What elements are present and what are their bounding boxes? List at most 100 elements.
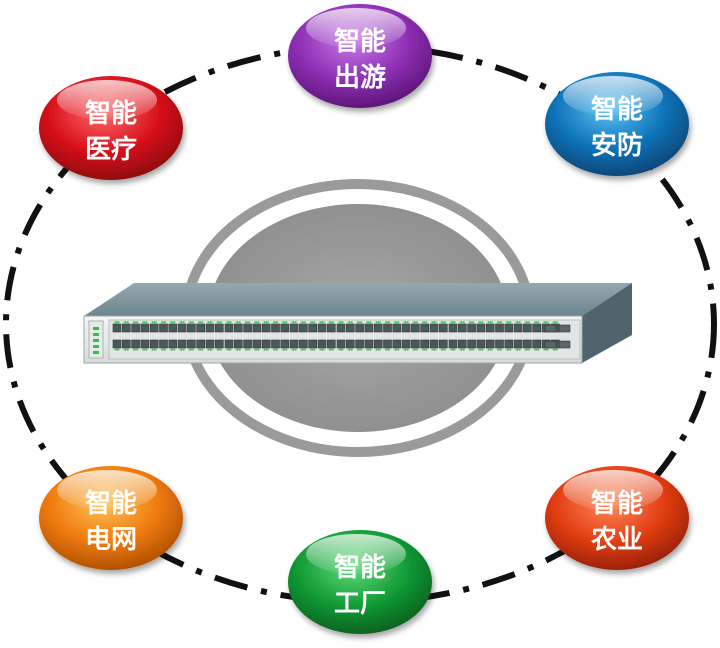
node-agriculture-line2: 农业	[590, 525, 643, 555]
ethernet-port	[234, 339, 243, 349]
ethernet-port	[467, 339, 476, 349]
ethernet-port	[299, 339, 308, 349]
node-grid-line2: 电网	[85, 525, 137, 555]
port-led	[534, 321, 540, 324]
ethernet-port	[401, 323, 411, 333]
ethernet-port	[448, 323, 458, 333]
node-factory: 智能 工厂	[288, 530, 432, 634]
port-led	[543, 321, 549, 324]
ethernet-port	[373, 323, 383, 333]
node-grid-line1: 智能	[85, 488, 137, 519]
port-led	[385, 348, 390, 351]
ethernet-port	[280, 339, 290, 349]
port-led	[478, 321, 484, 324]
ethernet-port	[261, 339, 271, 349]
node-factory-line1: 智能	[334, 552, 386, 583]
port-led	[188, 348, 194, 351]
port-led	[300, 321, 306, 324]
ethernet-port	[112, 323, 122, 333]
port-led	[161, 321, 166, 324]
ethernet-port	[261, 323, 271, 333]
ethernet-port	[252, 323, 262, 333]
port-led	[469, 321, 475, 324]
port-led	[263, 348, 269, 351]
port-led	[469, 348, 475, 351]
ethernet-port	[112, 339, 122, 349]
ethernet-port	[177, 323, 187, 333]
port-led	[515, 348, 521, 351]
ethernet-port	[476, 339, 486, 349]
ethernet-port	[336, 339, 346, 349]
node-travel: 智能 出游	[288, 4, 432, 108]
port-led	[497, 348, 502, 351]
port-led	[543, 348, 549, 351]
port-led	[319, 321, 325, 324]
ethernet-port	[495, 339, 504, 349]
ethernet-port	[224, 323, 234, 333]
status-led	[93, 333, 99, 336]
ethernet-port	[513, 323, 523, 333]
port-led	[254, 321, 260, 324]
port-led	[403, 321, 409, 324]
status-led	[93, 339, 99, 342]
port-led	[385, 321, 390, 324]
port-led	[506, 321, 512, 324]
port-led	[198, 348, 204, 351]
ethernet-port	[523, 339, 532, 349]
ethernet-port	[122, 323, 131, 333]
ethernet-port	[485, 339, 495, 349]
port-led	[552, 348, 558, 351]
ethernet-port	[401, 339, 411, 349]
ethernet-port	[485, 323, 495, 333]
port-led	[123, 348, 129, 351]
port-led	[328, 348, 334, 351]
ethernet-port	[504, 323, 514, 333]
port-led	[226, 348, 232, 351]
ethernet-port	[457, 323, 467, 333]
ethernet-port	[345, 339, 355, 349]
ethernet-port	[438, 339, 448, 349]
ethernet-port	[532, 339, 542, 349]
port-led	[347, 348, 353, 351]
port-led	[422, 321, 428, 324]
port-led	[450, 348, 456, 351]
ethernet-port	[159, 323, 168, 333]
ethernet-port	[289, 339, 299, 349]
network-switch-icon	[83, 283, 632, 364]
ethernet-port	[122, 339, 131, 349]
ethernet-port	[504, 339, 514, 349]
ethernet-port	[383, 323, 392, 333]
port-led	[375, 321, 381, 324]
ethernet-port	[149, 339, 159, 349]
ethernet-port	[205, 323, 215, 333]
port-led	[235, 348, 241, 351]
ethernet-port	[523, 323, 532, 333]
ethernet-port	[234, 323, 243, 333]
port-led	[207, 348, 213, 351]
port-led	[263, 321, 269, 324]
port-led	[357, 321, 363, 324]
port-led	[170, 321, 176, 324]
ethernet-port	[457, 339, 467, 349]
port-led	[310, 321, 316, 324]
port-led	[151, 321, 157, 324]
ethernet-port	[168, 323, 178, 333]
ethernet-port	[196, 339, 205, 349]
ethernet-port	[215, 339, 224, 349]
port-led	[524, 348, 530, 351]
port-led	[403, 348, 409, 351]
ethernet-port	[271, 339, 280, 349]
ethernet-port	[467, 323, 476, 333]
ethernet-port	[429, 323, 439, 333]
ethernet-port	[532, 323, 542, 333]
ethernet-port	[187, 323, 196, 333]
node-travel-line1: 智能	[334, 26, 386, 57]
ethernet-port	[289, 323, 299, 333]
ethernet-port	[205, 339, 215, 349]
port-led	[114, 321, 120, 324]
status-led	[93, 345, 99, 348]
ethernet-port	[383, 339, 392, 349]
port-led	[254, 348, 260, 351]
ethernet-port	[215, 323, 224, 333]
ethernet-port	[252, 339, 262, 349]
